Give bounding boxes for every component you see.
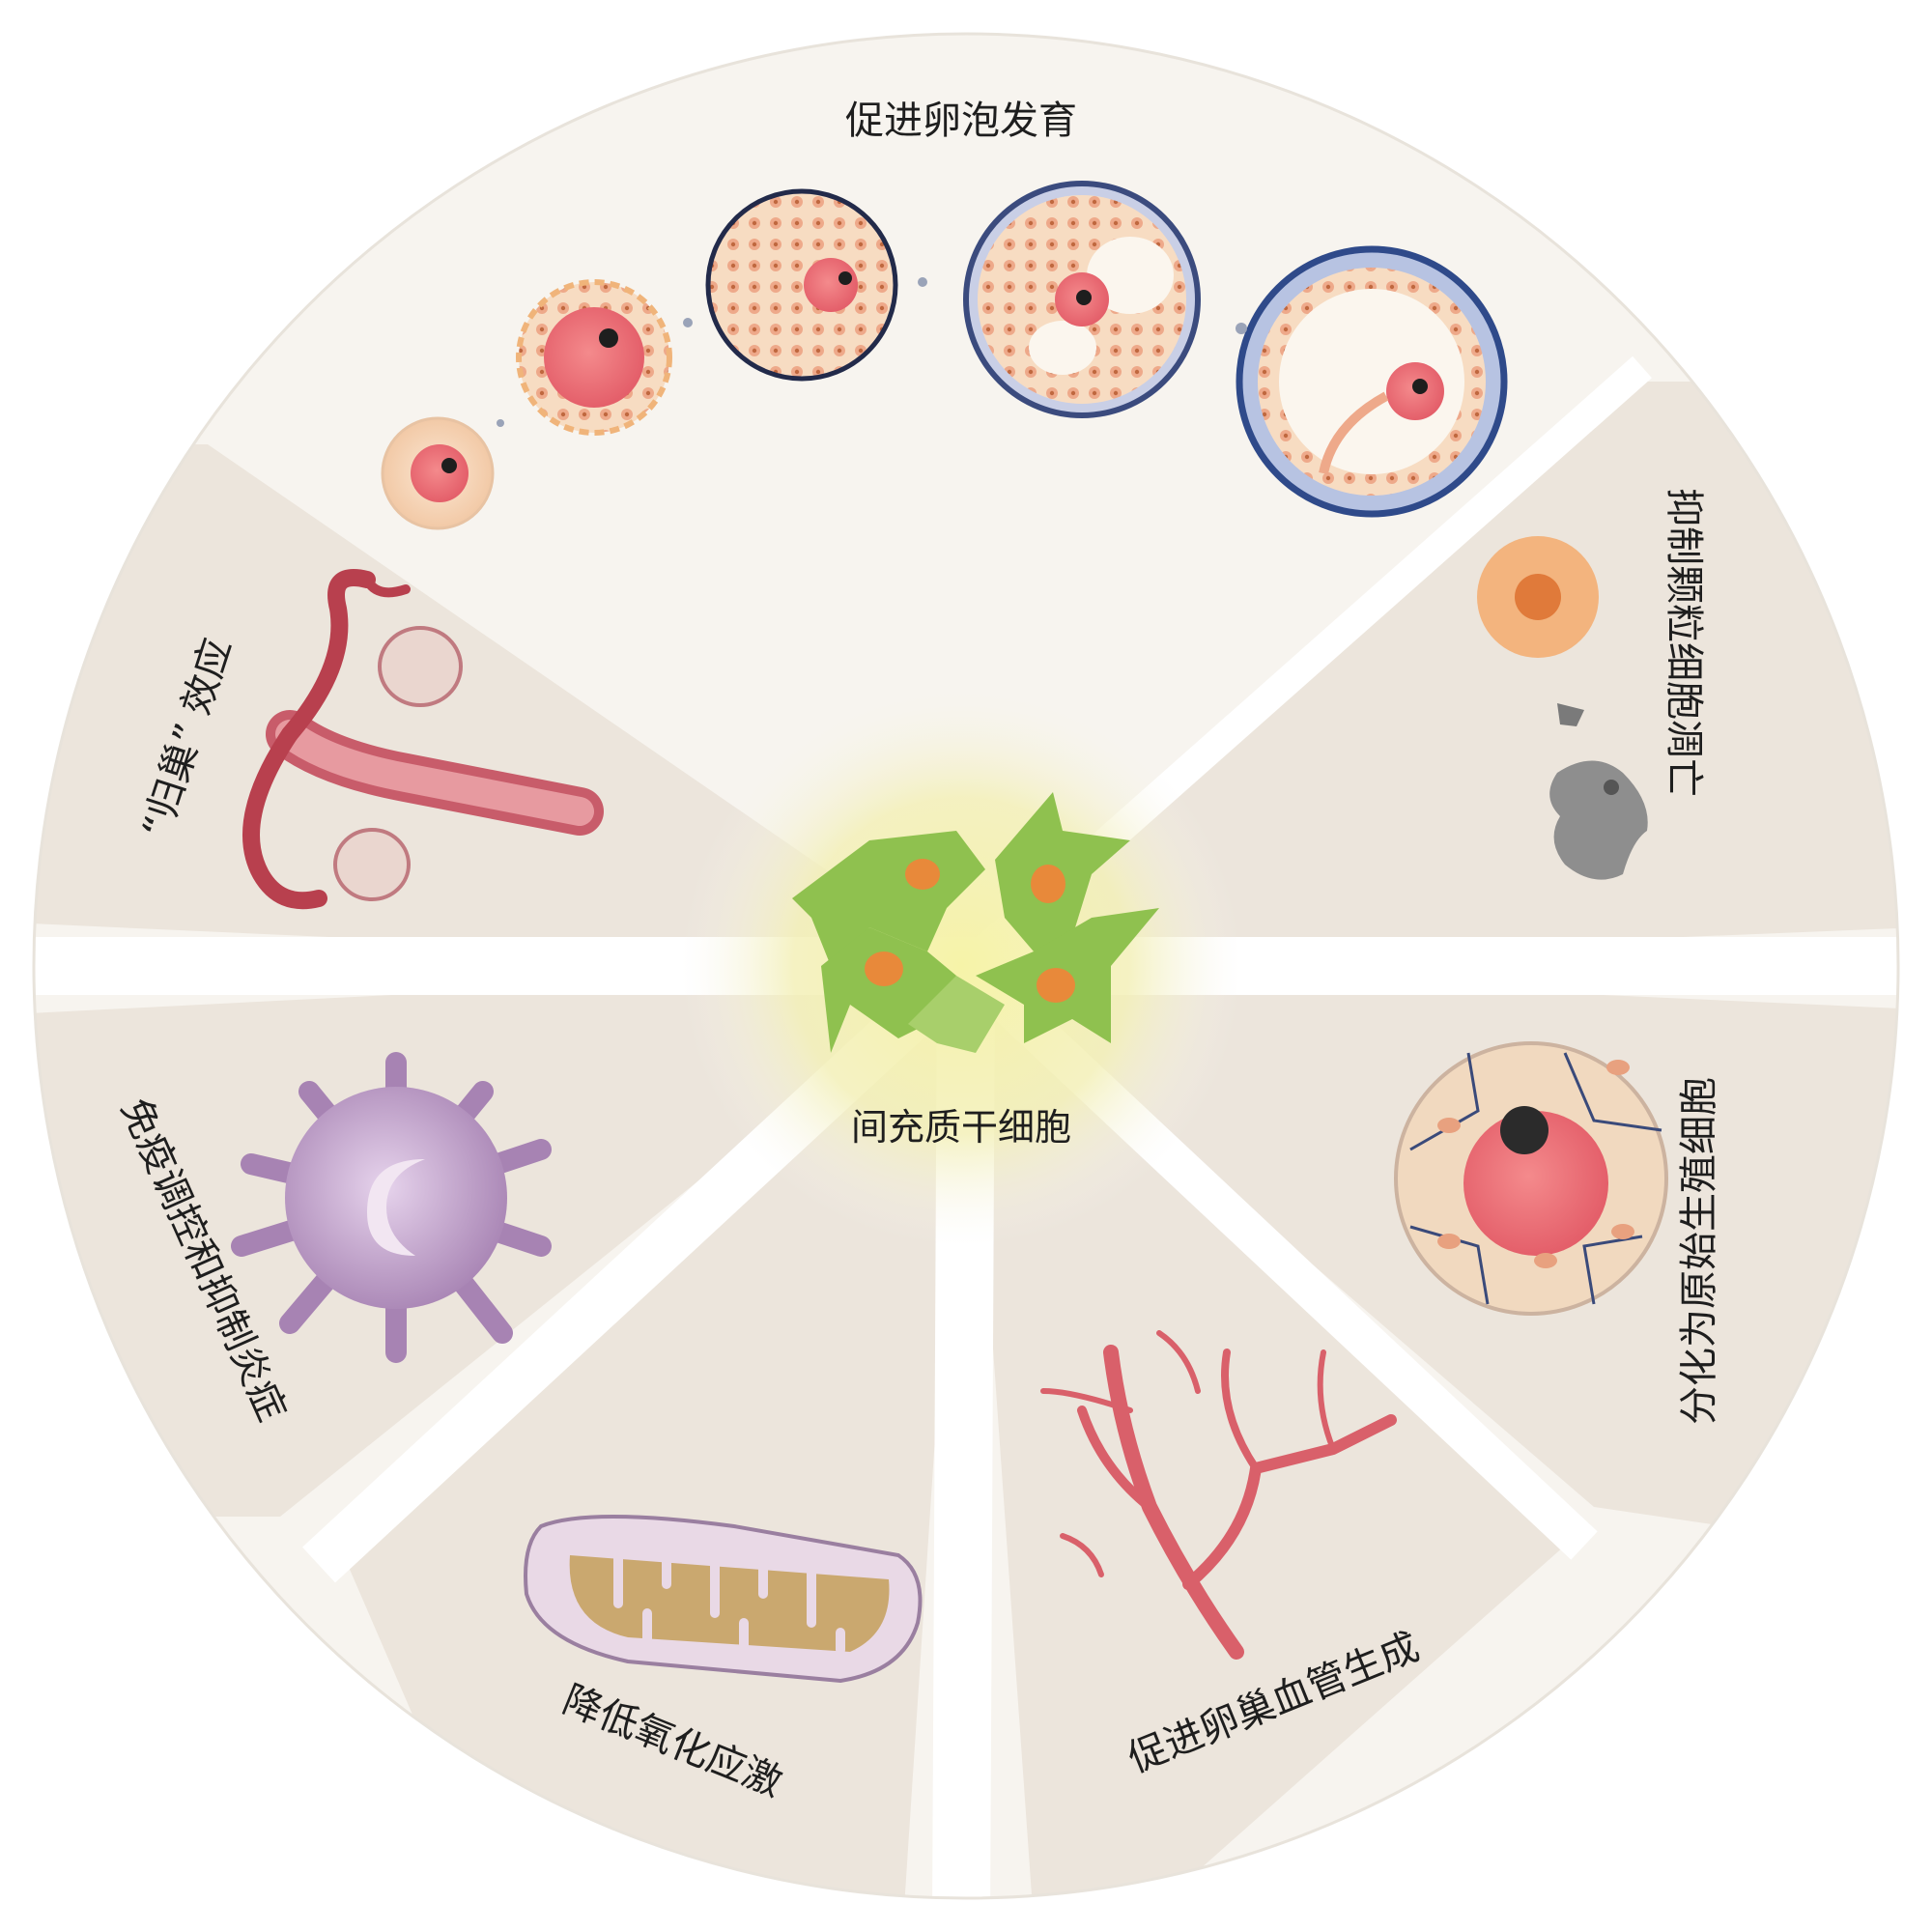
center-glow: [681, 686, 1241, 1246]
nucleus: [1037, 968, 1075, 1003]
sector-label-follicle: 促进卵泡发育: [845, 99, 1077, 143]
nucleus: [865, 951, 903, 986]
disc-rim: [32, 32, 1900, 1900]
immune-cell-illustration: [231, 1052, 552, 1363]
angiogenesis-illustration: [1040, 1330, 1397, 1660]
sector-granulosa-bg: [966, 382, 1898, 966]
stem-cell: [995, 792, 1130, 951]
mitochondrion-illustration: [524, 1515, 923, 1684]
sector-angio-bg: [966, 966, 1565, 1898]
uterus-ovary-illustration: [242, 569, 604, 910]
stem-cell-cluster: [792, 792, 1159, 1053]
sector-label-germ: 分化为原始生殖细胞: [1677, 1077, 1721, 1425]
stem-cell: [908, 976, 1005, 1053]
apoptosis-illustration: [1477, 536, 1648, 880]
sector-label-granulosa: 抑制颗粒细胞凋亡: [1662, 488, 1706, 797]
stem-cell: [792, 831, 985, 966]
sector-oxidative-bg: [348, 966, 966, 1898]
germ-cell-illustration: [1394, 1041, 1668, 1316]
follicle-development-illustration: [381, 181, 1508, 530]
center-label: 间充质干细胞: [851, 1106, 1071, 1149]
nucleus: [905, 859, 940, 890]
nucleus: [1031, 865, 1065, 903]
